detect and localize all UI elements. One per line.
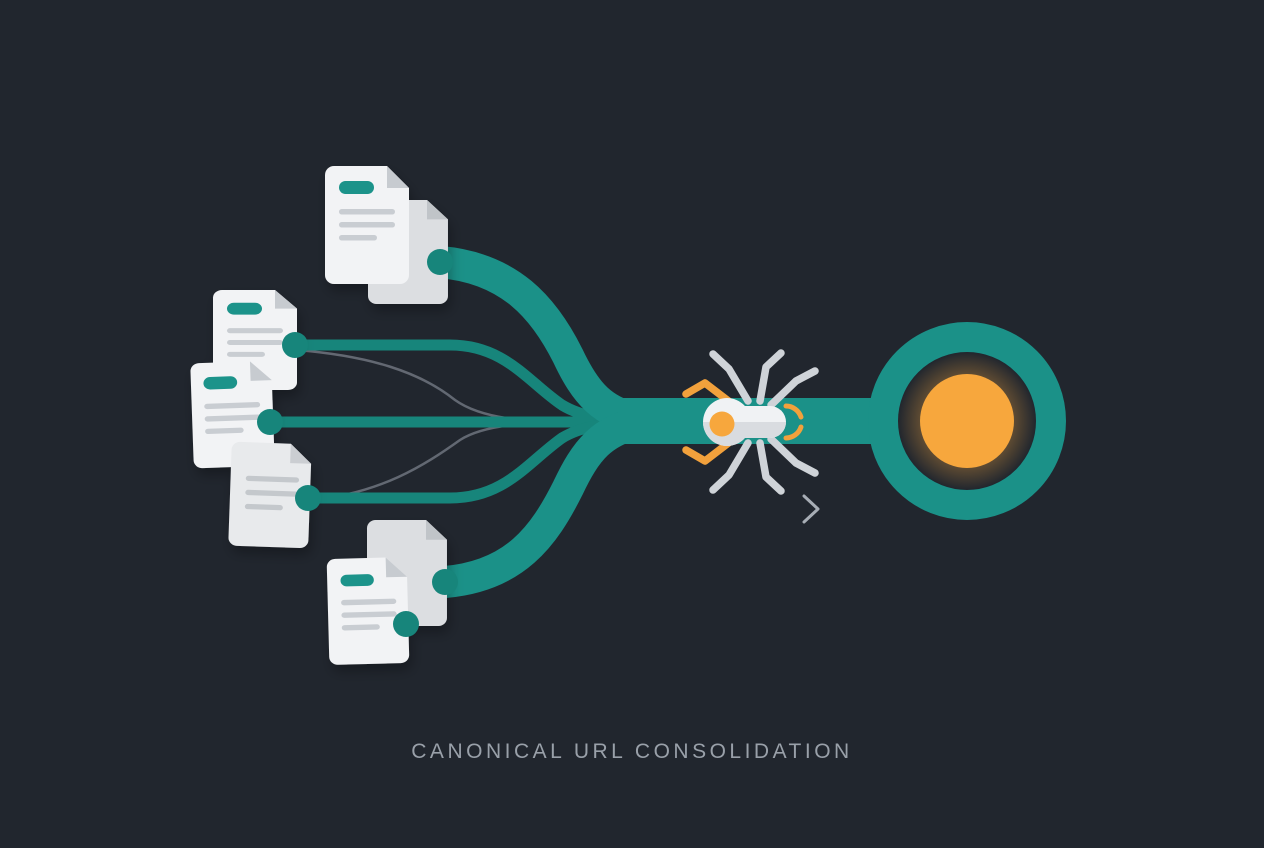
spider-leg [709,350,752,405]
page-title-bar [340,574,374,587]
connector-dot [257,409,283,435]
page-text-line [227,339,283,346]
connector-dot [432,569,458,595]
page-fold [427,200,448,220]
page-text-line [204,414,261,422]
page-fold [387,166,409,188]
spider-orange-spot [709,411,735,437]
flow-curve-top [424,246,661,437]
flow-direction-arrow-icon [688,494,820,524]
document-cluster-top [325,166,448,304]
spider-leg [756,439,785,495]
page-text-line [341,624,380,631]
page-text-line [341,611,397,618]
connector-dot [282,332,308,358]
page-fold [249,361,272,381]
page-text-line [227,328,283,334]
spider-mandibles [783,403,804,441]
spider-leg [756,349,785,405]
page-fold [290,443,312,464]
document-page-front [325,166,409,284]
target-ring [868,322,1066,520]
document-cluster-left-stack [190,290,312,549]
spider-leg [709,439,752,494]
connector-dot [393,611,419,637]
page-text-line [227,351,265,357]
page-title-bar [227,302,262,315]
spider-body [703,398,804,446]
page-text-line [245,475,300,483]
page-text-line [245,489,299,497]
page-text-line [339,222,395,228]
page-fold [275,290,297,309]
arrow-head [802,494,820,524]
flow-curve-bottom [429,406,661,598]
page-title-bar [203,376,238,390]
spider-crawler-icon [682,349,819,495]
page-text-line [339,209,395,215]
spider-body-shade [754,422,786,438]
document-page-front [326,557,410,665]
page-text-line [204,402,261,410]
target-center-dot [920,374,1014,468]
page-title-bar [339,181,374,194]
connector-dots [257,249,458,637]
page-text-line [205,427,244,435]
converging-teal-curves [424,246,661,598]
document-page [190,361,275,469]
page-text-line [341,598,397,606]
spider-leg [767,435,819,477]
document-page [228,441,312,549]
page-text-line [339,235,377,241]
page-fold [385,557,408,578]
illustration-title: CANONICAL URL CONSOLIDATION [411,740,853,763]
page-fold [426,520,447,540]
canonical-target-icon [868,322,1066,520]
connector-dot [295,485,321,511]
connector-dot [427,249,453,275]
document-cluster-bottom [326,520,447,665]
spider-leg [767,367,819,409]
page-text-line [244,503,283,511]
